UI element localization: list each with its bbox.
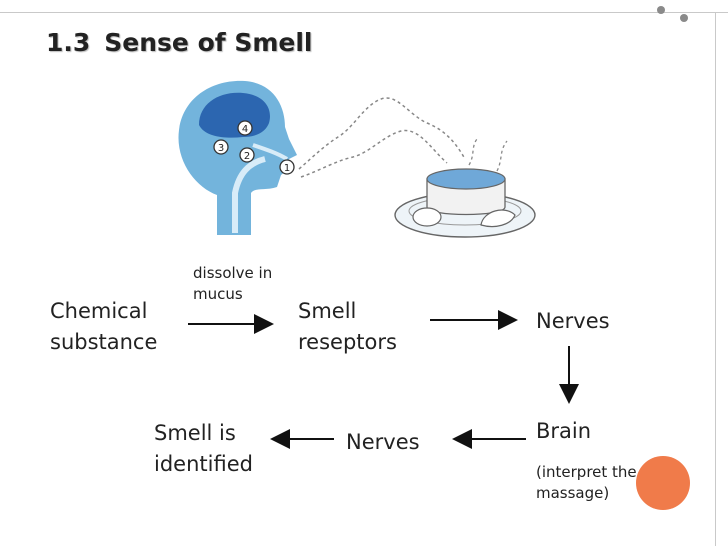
smell-identified-label: Smell is identified <box>154 421 253 476</box>
odor-wave <box>298 97 466 170</box>
slide-frame-right <box>715 12 728 546</box>
chemical-substance-label: Chemical substance <box>50 299 158 354</box>
bread-piece <box>480 209 516 228</box>
odor-wave <box>468 138 478 166</box>
odor-wave <box>300 129 448 178</box>
title-text: Sense of Smell <box>104 28 313 57</box>
marker-4: 4 <box>242 124 248 135</box>
brain-note-label: (interpret the massage) <box>536 463 637 502</box>
marker-1: 1 <box>284 163 290 174</box>
dissolve-label: dissolve in mucus <box>193 264 273 303</box>
nasal-passage <box>252 143 289 161</box>
smell-illustration: 4 3 2 1 <box>178 80 536 238</box>
frame-dot <box>680 14 688 22</box>
frame-dot <box>657 6 665 14</box>
slide-frame-top <box>0 0 728 13</box>
nerves-top-label: Nerves <box>536 309 610 333</box>
accent-circle <box>636 456 690 510</box>
marker-2: 2 <box>244 151 250 162</box>
brain-label: Brain <box>536 419 592 443</box>
smell-receptors-label: Smell reseptors <box>298 299 397 354</box>
bread-piece <box>412 207 442 227</box>
nerves-bottom-label: Nerves <box>346 430 420 454</box>
title-number: 1.3 <box>46 28 91 57</box>
airway-line <box>232 156 266 233</box>
page-title: 1.3 Sense of Smell <box>46 28 313 57</box>
marker-3: 3 <box>218 143 224 154</box>
